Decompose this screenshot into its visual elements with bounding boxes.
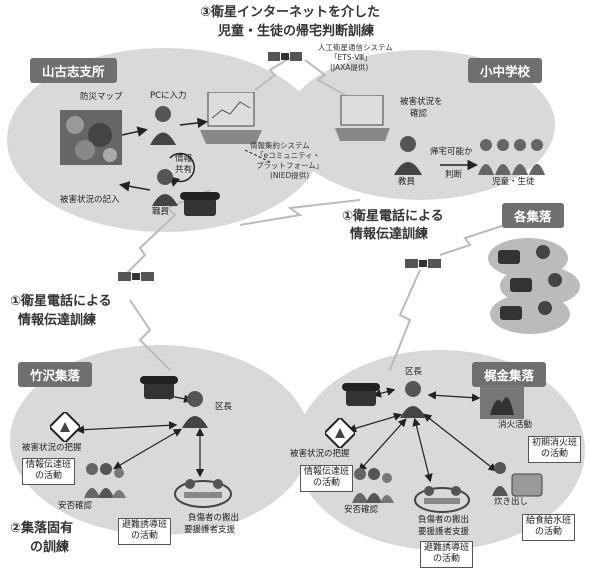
signal-line	[304, 59, 346, 96]
family-icon	[352, 468, 394, 503]
sat-phone-right-line2: 情報伝達訓練	[350, 227, 429, 242]
school-header: 小中学校	[468, 58, 543, 83]
kajikane-rescue-line1: 負傷者の搬出	[418, 515, 470, 525]
confirm-line1: 被害状況を	[400, 97, 443, 107]
teacher-icon	[394, 136, 422, 175]
stretcher-icon	[174, 479, 232, 508]
takezawa-safety-label: 安否確認	[58, 501, 93, 511]
signal-line	[439, 224, 506, 256]
share-line2: 共有	[175, 165, 193, 175]
info-system-line2: 「eコミュニティ・	[256, 151, 321, 160]
phone-icon	[180, 192, 220, 216]
takezawa-evac-team-box: 避難誘導班 の活動	[118, 518, 172, 545]
takezawa-evac-team-line2: の活動	[131, 531, 159, 542]
judge-line1: 帰宅可能か	[430, 147, 473, 157]
takezawa-comm-team-line1: 情報伝達班	[26, 460, 72, 470]
kajikane-chief-label: 区長	[405, 367, 423, 377]
laptop-icon	[200, 92, 262, 144]
village-training-line2: の訓練	[30, 540, 70, 555]
pc-input-label: PCに入力	[150, 91, 187, 101]
kajikane-food-team-line2: の活動	[535, 527, 563, 538]
kajikane-evac-team-box: 避難誘導班 の活動	[420, 541, 474, 568]
kajikane-fire-team-box: 初期消火班 の活動	[528, 436, 582, 463]
kajikane-evac-team-line1: 避難誘導班	[424, 543, 470, 553]
kajikane-food-team-box: 給食給水班 の活動	[522, 514, 576, 541]
yamakoshi-header: 山古志支所	[30, 58, 117, 83]
confirm-line2: 確認	[410, 109, 428, 119]
kajikane-safety-label: 安否確認	[344, 505, 379, 515]
hazard-sign-icon	[50, 412, 80, 442]
satellite-line1: 人工衛星通信システム	[318, 43, 393, 52]
takezawa-evac-team-line1: 避難誘導班	[122, 520, 168, 530]
kajikane-comm-team-line1: 情報伝達班	[304, 467, 350, 477]
map-label: 防災マップ	[80, 92, 123, 102]
hazard-map-icon	[60, 110, 122, 165]
share-line1: 情報	[175, 154, 193, 164]
signal-line	[389, 269, 421, 371]
takezawa-rescue-line1: 負傷者の搬出	[188, 513, 240, 523]
phone-icon	[140, 376, 178, 399]
takezawa-rescue-line2: 要援護者支援	[184, 525, 236, 535]
students-icon	[478, 139, 545, 175]
sat-phone-left-line1: ①衛星電話による	[10, 294, 112, 309]
info-system-line1: 情報集約システム	[250, 141, 310, 150]
person-icon	[152, 169, 178, 206]
laptop-icon	[335, 95, 390, 141]
kajikane-cooking-label: 炊き出し	[494, 497, 529, 507]
kajikane-evac-team-line2: の活動	[433, 554, 461, 565]
kajikane-rescue-line2: 要援護者支援	[418, 527, 470, 537]
kajikane-comm-team-box: 情報伝達班 の活動	[300, 465, 354, 492]
villages-icon	[488, 238, 580, 334]
village-training-line1: ②集落固有	[10, 521, 74, 536]
sat-phone-left-line2: 情報伝達訓練	[18, 313, 97, 328]
villages-header: 各集落	[502, 203, 564, 228]
chief-icon	[182, 391, 208, 428]
staff-label: 職員	[152, 207, 170, 217]
teacher-label: 教員	[398, 177, 416, 187]
title-line2: 児童・生徒の帰宅判断訓練	[218, 24, 375, 39]
sat-phone-right-line1: ①衛星電話による	[342, 209, 444, 224]
signal-line	[239, 199, 361, 226]
satellite-line2: 「ETS-Ⅷ」	[330, 53, 372, 62]
kajikane-grasp-label: 被害状況の把握	[290, 449, 350, 459]
kajikane-fire-team-line2: の活動	[541, 449, 569, 460]
person-icon	[150, 106, 176, 145]
satellite-line3: (JAXA提供)	[330, 63, 369, 72]
record-label: 被害状況の記入	[60, 195, 120, 205]
cooking-pot-icon	[492, 462, 543, 497]
kajikane-comm-team-line2: の活動	[313, 478, 341, 489]
satellite-icon	[118, 272, 154, 281]
kajikane-food-team-line1: 給食給水班	[526, 516, 572, 526]
school-ellipse	[285, 50, 555, 200]
satellite-icon	[405, 259, 441, 268]
takezawa-comm-team-box: 情報伝達班 の活動	[22, 458, 76, 485]
family-icon	[84, 463, 126, 498]
kajikane-header: 梶金集落	[472, 362, 547, 387]
chief-icon	[400, 381, 426, 418]
kajikane-fire-label: 消火活動	[498, 420, 533, 430]
signal-line	[129, 299, 171, 371]
info-system-line3: プラットフォーム」	[256, 161, 324, 170]
takezawa-chief-label: 区長	[215, 402, 233, 412]
takezawa-comm-team-line2: の活動	[35, 471, 63, 482]
hazard-sign-icon	[325, 418, 355, 448]
students-label: 児童・生徒	[492, 177, 535, 187]
fire-icon	[480, 385, 524, 419]
stretcher-icon	[414, 486, 470, 513]
signal-line	[254, 57, 291, 91]
title-line1: ③衛星インターネットを介した	[200, 5, 381, 20]
judge-line2: 判断	[445, 170, 463, 180]
takezawa-grasp-label: 被害状況の把握	[22, 443, 82, 453]
info-system-line4: (NIED提供)	[270, 171, 310, 180]
kajikane-fire-team-line1: 初期消火班	[532, 438, 578, 448]
phone-icon	[342, 383, 380, 406]
satellite-icon	[268, 52, 302, 61]
takezawa-header: 竹沢集落	[18, 362, 93, 387]
